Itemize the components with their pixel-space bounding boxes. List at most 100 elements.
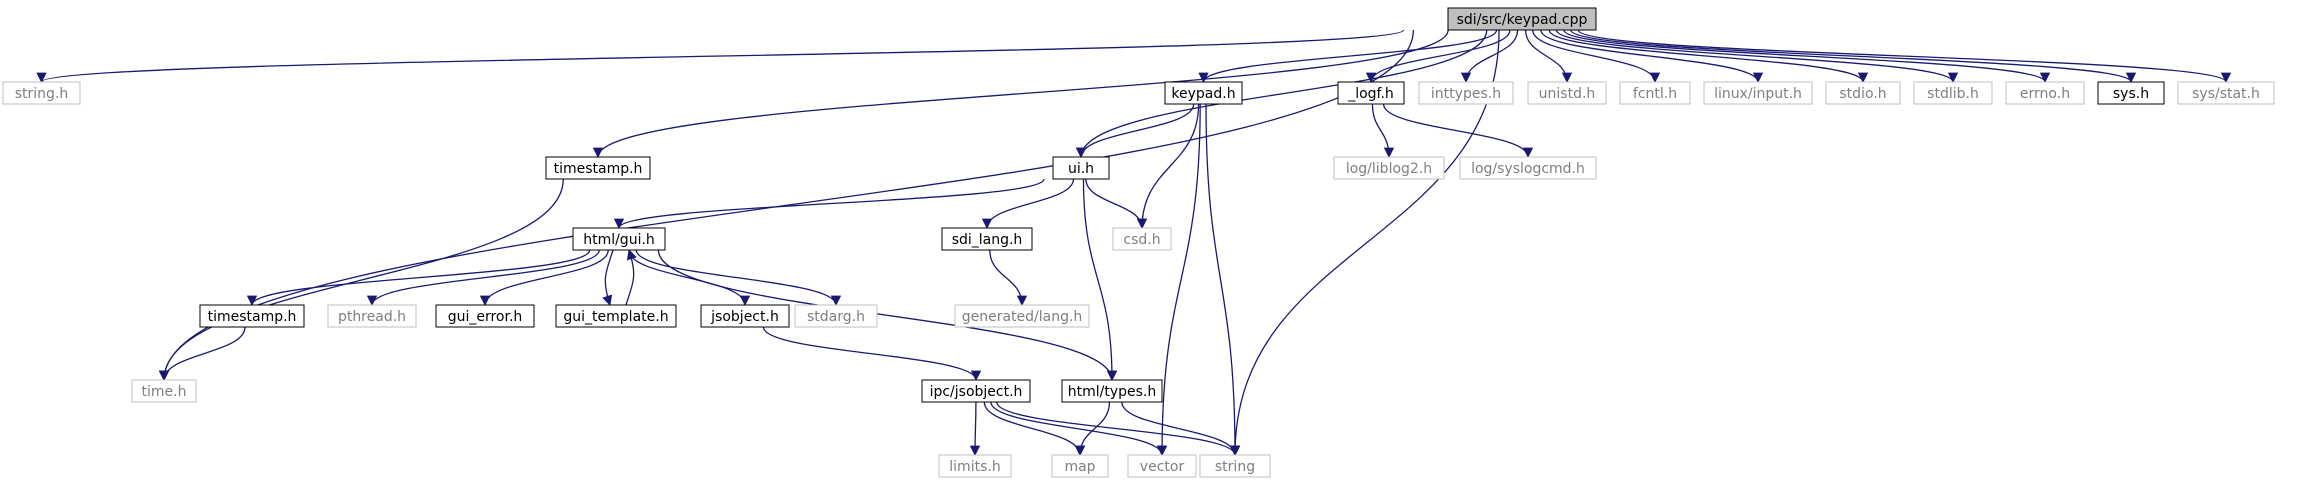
node-box <box>1333 156 1445 180</box>
node-label: pthread.h <box>338 309 406 325</box>
node-label: _logf.h <box>1347 86 1394 102</box>
node-label: ui.h <box>1068 161 1094 177</box>
edge-root-to-sys_h <box>1570 29 2136 84</box>
node-map: map <box>1051 454 1109 478</box>
node-box <box>2 81 81 105</box>
node-box <box>435 304 535 328</box>
node-box <box>1459 156 1597 180</box>
node-jsobject-h[interactable]: jsobject.h <box>700 304 790 328</box>
node-label: sdi/src/keypad.cpp <box>1457 12 1588 28</box>
node-sdi-lang-h[interactable]: sdi_lang.h <box>941 227 1033 251</box>
node-box <box>794 304 878 328</box>
node-fcntl-h: fcntl.h <box>1619 81 1691 105</box>
node-label: jsobject.h <box>710 309 779 325</box>
node-box <box>1199 454 1271 478</box>
node-box <box>131 379 197 403</box>
node-inttypes-h: inttypes.h <box>1418 81 1514 105</box>
node-label: time.h <box>142 384 187 400</box>
edge-logf_h-to-syslogcmd_h <box>1382 103 1534 159</box>
node-box <box>921 379 1031 403</box>
edge-html_gui_h-to-jsobject_h <box>628 249 751 307</box>
node-label: html/types.h <box>1068 384 1157 400</box>
node-liblog2-h: log/liblog2.h <box>1333 156 1445 180</box>
node-box <box>1913 81 1993 105</box>
node-label: unistd.h <box>1539 86 1596 102</box>
node-label: log/liblog2.h <box>1346 161 1432 177</box>
edge-html_gui_h-to-pthread_h <box>366 249 600 307</box>
edge-root-to-errno_h <box>1563 29 2051 84</box>
edge-root-to-timestamp_h_top <box>592 29 1449 159</box>
edge-ipc_jsobject_h-to-limits_h <box>969 401 981 457</box>
node-linux-input-h: linux/input.h <box>1703 81 1813 105</box>
node-gui-template-h[interactable]: gui_template.h <box>555 304 677 328</box>
node-errno-h: errno.h <box>2005 81 2085 105</box>
node-label: inttypes.h <box>1431 86 1501 102</box>
node-gui-error-h[interactable]: gui_error.h <box>435 304 535 328</box>
node-label: limits.h <box>949 459 1000 475</box>
node-html-types-h[interactable]: html/types.h <box>1061 379 1163 403</box>
node-logf-h[interactable]: _logf.h <box>1337 81 1405 105</box>
node-ui-h[interactable]: ui.h <box>1052 156 1110 180</box>
node-box <box>572 227 666 251</box>
node-label: timestamp.h <box>208 309 297 325</box>
edge-html_gui_h-to-gui_error_h <box>479 249 609 307</box>
node-box <box>1112 227 1172 251</box>
node-box <box>199 304 305 328</box>
edge-keypad_h-to-csd_h <box>1136 103 1200 230</box>
edge-ui_h-to-html_gui_h <box>613 178 1045 230</box>
edge-root-to-logf_h <box>1365 29 1511 84</box>
edge-ipc_jsobject_h-to-map <box>983 401 1086 457</box>
node-label: string <box>1215 459 1255 475</box>
node-box <box>1337 81 1405 105</box>
node-label: fcntl.h <box>1633 86 1677 102</box>
node-label: linux/input.h <box>1714 86 1802 102</box>
edge-root-to-inttypes_h <box>1460 29 1519 84</box>
nodes-layer: sdi/src/keypad.cpp string.h keypad.h _logf.… <box>2 7 2275 478</box>
node-label: errno.h <box>2020 86 2070 102</box>
node-label: log/syslogcmd.h <box>1471 161 1585 177</box>
edge-root-to-unistd_h <box>1524 29 1573 84</box>
node-box <box>1703 81 1813 105</box>
edge-keypad_h-to-string <box>1205 103 1241 457</box>
node-html-gui-h[interactable]: html/gui.h <box>572 227 666 251</box>
node-label: csd.h <box>1123 232 1160 248</box>
edge-html_gui_h-to-stdarg_h <box>635 249 842 307</box>
edge-root-to-linux_input_h <box>1540 29 1764 84</box>
node-label: generated/lang.h <box>962 309 1083 325</box>
edge-keypad_h-to-vector <box>1156 103 1201 457</box>
node-timestamp-h-low[interactable]: timestamp.h <box>199 304 305 328</box>
node-syslogcmd-h: log/syslogcmd.h <box>1459 156 1597 180</box>
edge-timestamp_h_low-to-time_h <box>158 326 246 382</box>
edge-root-to-string <box>1229 29 1500 457</box>
node-box <box>1527 81 1607 105</box>
node-ipc-jsobject-h[interactable]: ipc/jsobject.h <box>921 379 1031 403</box>
edge-html_gui_h-to-html_types_h <box>657 249 1118 382</box>
edge-timestamp_h_top-to-time_h <box>158 178 564 382</box>
node-box <box>1619 81 1691 105</box>
node-box <box>2005 81 2085 105</box>
node-sys-h[interactable]: sys.h <box>2097 81 2165 105</box>
node-box <box>941 227 1033 251</box>
node-box <box>1447 7 1597 31</box>
node-label: string.h <box>15 86 69 102</box>
edge-html_gui_h-to-gui_template_h <box>602 249 614 306</box>
node-box <box>1061 379 1163 403</box>
node-box <box>1164 81 1243 105</box>
edge-ipc_jsobject_h-to-string <box>996 401 1241 457</box>
node-label: vector <box>1140 459 1185 475</box>
edge-jsobject_h-to-ipc_jsobject_h <box>762 326 982 382</box>
node-label: gui_template.h <box>563 309 668 325</box>
node-time-h: time.h <box>131 379 197 403</box>
node-box <box>2097 81 2165 105</box>
node-root: sdi/src/keypad.cpp <box>1447 7 1597 31</box>
edge-ipc_jsobject_h-to-vector <box>990 401 1168 457</box>
node-keypad-h[interactable]: keypad.h <box>1164 81 1243 105</box>
edge-root-to-ui_h <box>1075 29 1488 159</box>
edge-ui_h-to-sdi_lang_h <box>981 178 1075 230</box>
edge-root-to-sys_stat_h <box>1577 29 2231 84</box>
node-timestamp-h-top[interactable]: timestamp.h <box>545 156 651 180</box>
node-box <box>327 304 417 328</box>
node-box <box>2177 81 2275 105</box>
